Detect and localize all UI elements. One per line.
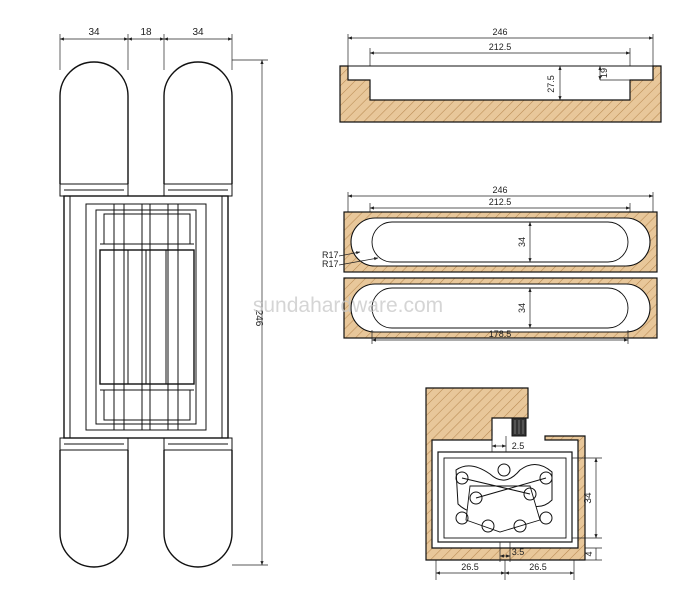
watermark: sundahardware.com — [253, 294, 443, 317]
radius-label-b: R17 — [322, 259, 339, 269]
xs-dim-gap-bottom: 3.5 — [512, 547, 525, 557]
dim-height: 246 — [253, 310, 264, 327]
mortise-side-section: 246 212.5 27.5 19 — [339, 27, 662, 123]
installed-cross-section: 2.5 3.5 34 4 26.5 26.5 — [425, 387, 602, 580]
mortise-plan-view: 246 212.5 34 R17 R17 34 178.5 — [322, 185, 658, 344]
radius-label-a: R17 — [322, 250, 339, 260]
dim-leaf-left: 34 — [88, 27, 100, 38]
dim-inner: 212.5 — [489, 42, 512, 52]
dim-depth: 27.5 — [546, 75, 556, 93]
xs-dim-right: 26.5 — [529, 562, 547, 572]
xs-dim-depth: 34 — [583, 492, 594, 504]
dim-leaf-right: 34 — [192, 27, 204, 38]
dim-gap: 18 — [140, 27, 152, 38]
xs-dim-left: 26.5 — [461, 562, 479, 572]
dim-step: 19 — [599, 68, 609, 78]
plan-dim-centers: 178.5 — [489, 329, 512, 339]
xs-dim-gap-top: 2.5 — [512, 441, 525, 451]
hinge-front-view: 34 18 34 246 — [59, 27, 268, 568]
plan-dim-width-lower: 34 — [517, 303, 527, 313]
plan-dim-overall: 246 — [492, 185, 507, 195]
xs-dim-offset: 4 — [584, 551, 594, 556]
plan-dim-width-upper: 34 — [517, 237, 527, 247]
dim-overall: 246 — [492, 27, 507, 37]
plan-dim-inner: 212.5 — [489, 197, 512, 207]
